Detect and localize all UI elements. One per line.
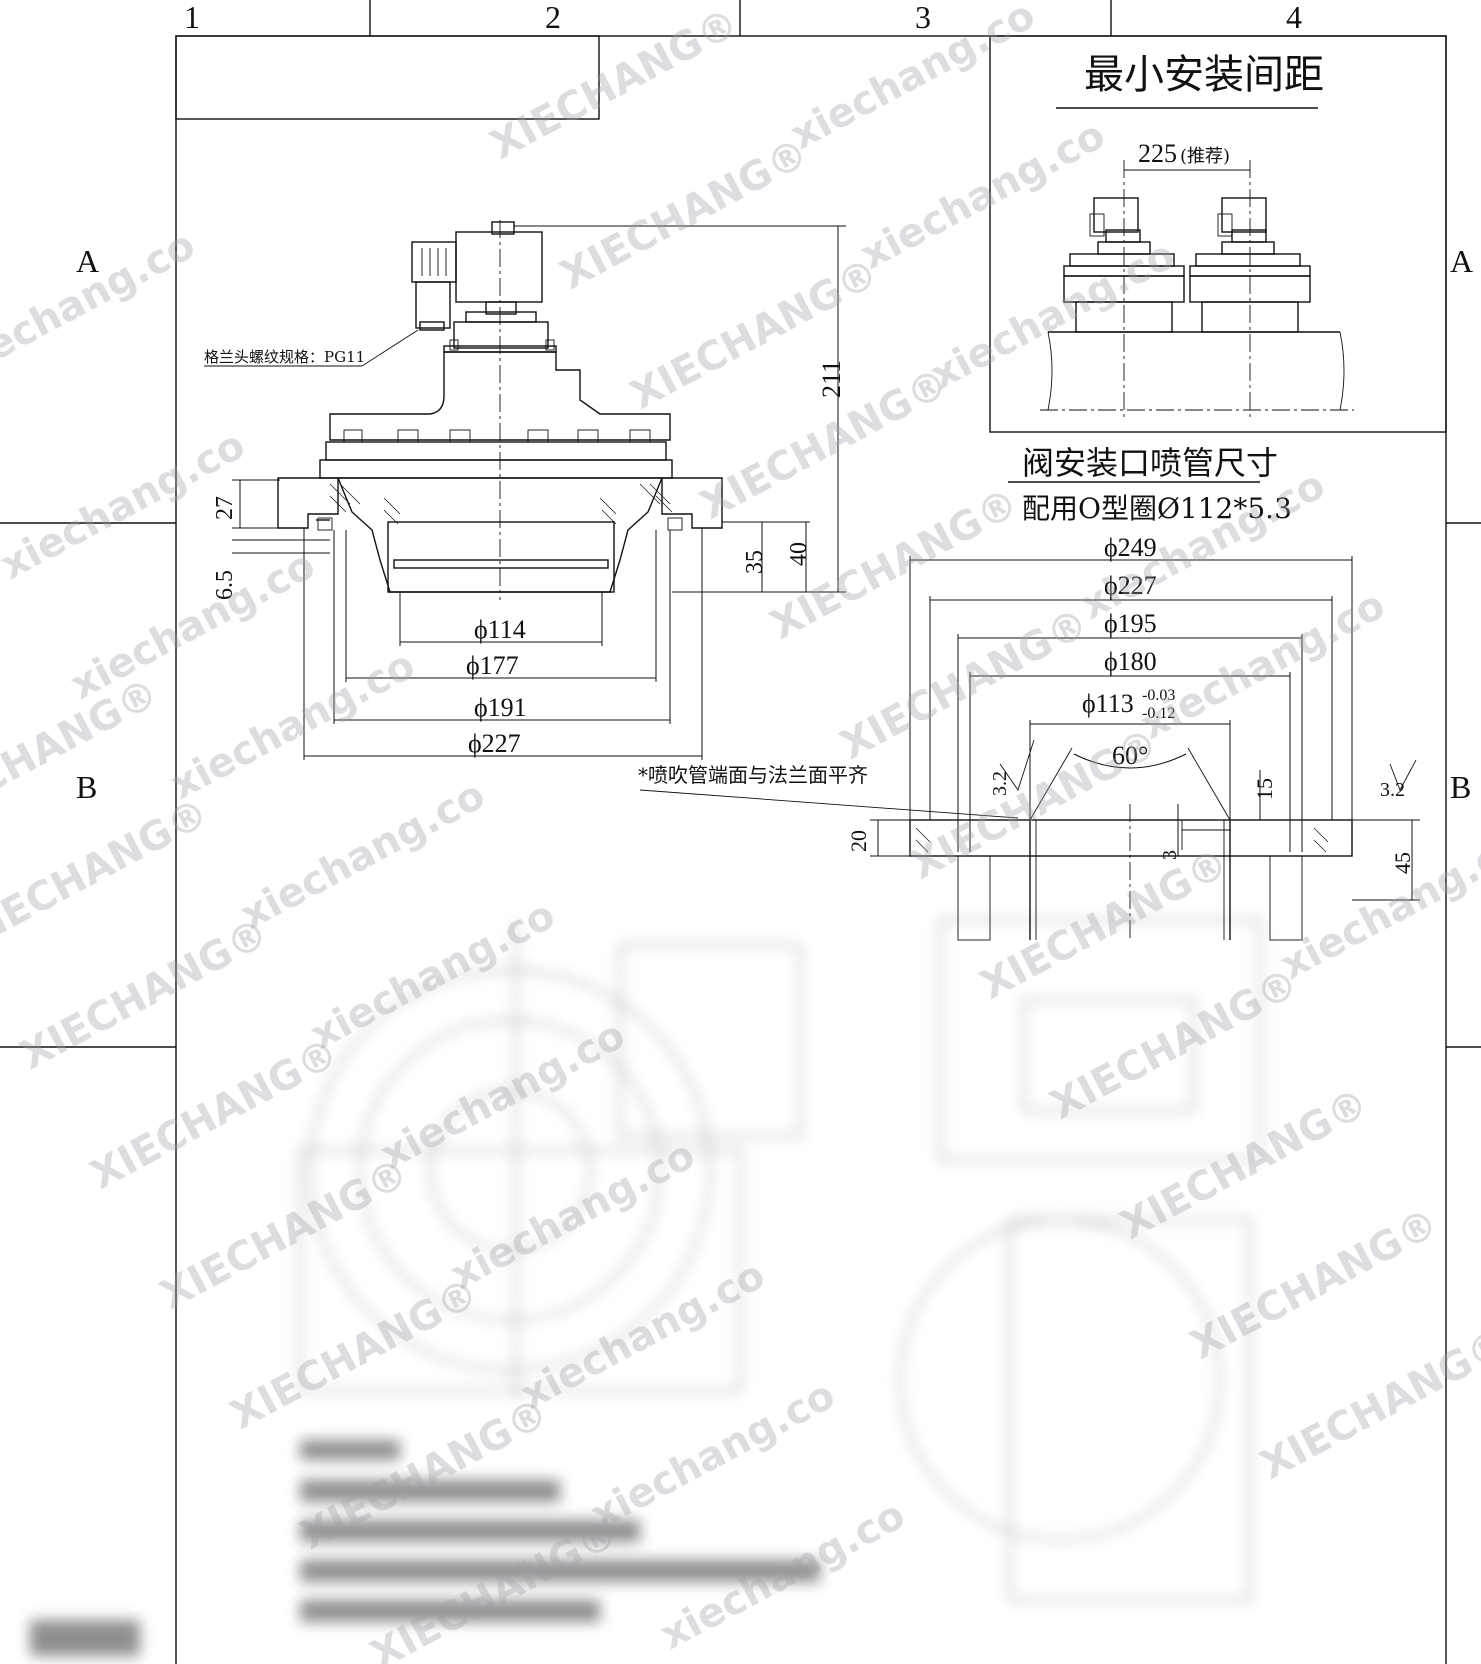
watermark-site: xiechang.co [373, 1012, 632, 1179]
valve-front-view [204, 220, 846, 760]
tolerance-upper: -0.03 [1142, 687, 1175, 704]
column-label-1: 1 [184, 0, 200, 35]
watermark-brand: XIECHANG® [13, 910, 276, 1079]
watermark-brand: XIECHANG® [1183, 1200, 1446, 1369]
watermark-brand: XIECHANG® [973, 840, 1236, 1009]
dim-phi113: ϕ113 [1082, 689, 1134, 718]
flush-note: *喷吹管端面与法兰面平齐 [638, 763, 868, 787]
watermark-site: xiechang.co [513, 1252, 772, 1419]
spacing-recommended: (推荐) [1180, 146, 1230, 167]
watermark-site: xiechang.co [303, 892, 562, 1059]
chamfer-angle: 60° [1112, 741, 1148, 770]
spacing-225: 225 [1138, 139, 1177, 168]
pipe-section-title: 阀安装口喷管尺寸 [1022, 444, 1278, 482]
column-label-4: 4 [1286, 0, 1302, 35]
tolerance-lower: -0.12 [1142, 705, 1175, 722]
dim-phi114: ϕ114 [474, 615, 526, 644]
dim-phi249: ϕ249 [1104, 533, 1157, 562]
dim-phi195: ϕ195 [1104, 609, 1157, 638]
dim-20: 20 [846, 830, 871, 852]
dim-phi177: ϕ177 [466, 651, 519, 680]
blurred-lower-views [30, 919, 1261, 1656]
row-label-right-b: B [1450, 769, 1471, 805]
row-label-left-b: B [76, 769, 97, 805]
watermark-brand: XIECHANG® [623, 250, 886, 419]
min-spacing-title: 最小安装间距 [1084, 52, 1324, 98]
dim-6-5: 6.5 [212, 570, 238, 600]
row-label-left-a: A [76, 243, 99, 279]
dim-phi191: ϕ191 [474, 693, 527, 722]
connector-box [411, 241, 457, 283]
watermark-brand: XIECHANG® [1253, 1320, 1481, 1489]
dim-15: 15 [1252, 778, 1277, 800]
min-spacing-view [989, 35, 1447, 433]
watermark-brand: XIECHANG® [903, 720, 1166, 889]
watermark-site: xiechang.co [443, 1132, 702, 1299]
watermark-brand: XIECHANG® [483, 0, 746, 169]
dim-35: 35 [742, 550, 768, 574]
watermark-brand: XIECHANG® [0, 790, 216, 959]
watermark-brand: XIECHANG® [833, 600, 1096, 769]
oring-spec: 配用O型圈Ø112*5.3 [1022, 492, 1292, 525]
watermark-site: xiechang.co [783, 0, 1042, 159]
gland-thread-label: 格兰头螺纹规格：PG11 [204, 348, 365, 366]
dim-phi180: ϕ180 [1104, 647, 1157, 676]
watermark-site: xiechang.co [0, 222, 202, 389]
dim-45: 45 [1390, 852, 1415, 874]
dim-40: 40 [786, 542, 812, 566]
watermark-site: xiechang.co [923, 232, 1182, 399]
dim-3: 3 [1159, 850, 1181, 860]
roughness-left: 3.2 [989, 771, 1011, 796]
watermark-site: xiechang.co [163, 642, 422, 809]
dim-phi227-pipe: ϕ227 [1104, 571, 1157, 600]
dim-27: 27 [212, 496, 238, 520]
watermark-brand: XIECHANG® [1043, 960, 1306, 1129]
dim-211: 211 [817, 360, 846, 398]
watermark-brand: XIECHANG® [553, 130, 816, 299]
roughness-right: 3.2 [1380, 779, 1405, 801]
solenoid-coil [455, 231, 543, 303]
watermark-brand: XIECHANG® [153, 1150, 416, 1319]
watermark-site: xiechang.co [1273, 822, 1481, 989]
watermark-brand: XIECHANG® [1113, 1080, 1376, 1249]
dim-phi227: ϕ227 [468, 729, 521, 758]
watermark-site: xiechang.co [1133, 582, 1392, 749]
watermark-site: xiechang.co [233, 772, 492, 939]
watermark-site: xiechang.co [63, 542, 322, 709]
watermark-brand: XIECHANG® [83, 1030, 346, 1199]
watermark-site: xiechang.co [583, 1372, 842, 1539]
row-label-right-a: A [1450, 243, 1473, 279]
column-label-2: 2 [545, 0, 561, 35]
column-label-3: 3 [915, 0, 931, 35]
